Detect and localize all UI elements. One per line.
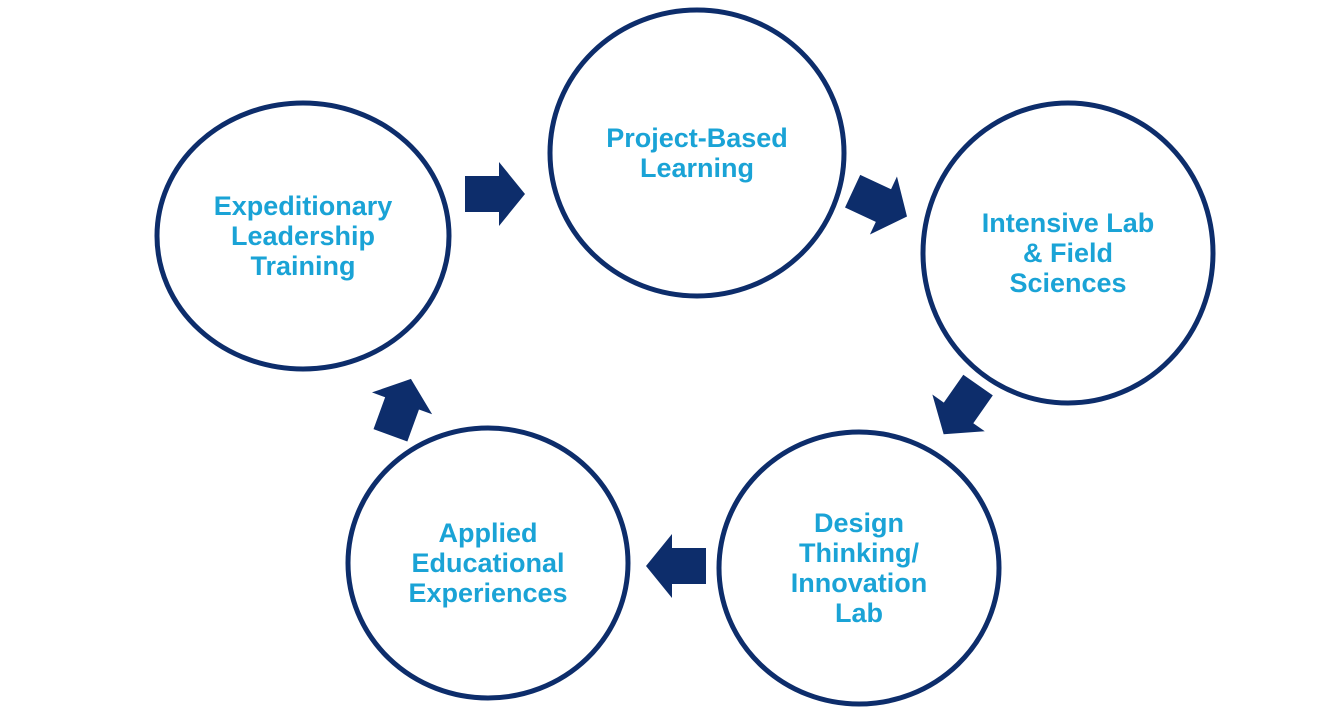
node-circle — [920, 100, 1216, 406]
node-label-line: Innovation — [791, 568, 928, 598]
arrow-project-based-learning-to-intensive-lab-field-sciences — [845, 174, 908, 235]
node-label-line: Experiences — [408, 578, 567, 608]
node-circle — [345, 425, 631, 701]
arrow-expeditionary-leadership-training-to-project-based-learning — [465, 162, 525, 226]
node-label-line: Project-Based — [606, 123, 788, 153]
node-label-line: Sciences — [1009, 268, 1126, 298]
node-label-line: Intensive Lab — [982, 208, 1155, 238]
arrow-design-thinking-innovation-lab-to-applied-educational-experiences — [646, 534, 706, 598]
node-label-line: Applied — [439, 518, 538, 548]
node-label-line: Thinking/ — [799, 538, 919, 568]
node-label-line: Lab — [835, 598, 883, 628]
arrows-layer — [371, 162, 993, 598]
node-circle — [547, 7, 847, 299]
node-label-line: & Field — [1023, 238, 1113, 268]
node-label-line: Leadership — [231, 221, 375, 251]
node-label-line: Educational — [411, 548, 564, 578]
node-label-line: Learning — [640, 153, 754, 183]
arrow-applied-educational-experiences-to-expeditionary-leadership-training — [371, 378, 433, 442]
node-circle — [716, 429, 1002, 707]
node-label-line: Training — [250, 251, 355, 281]
arrow-intensive-lab-field-sciences-to-design-thinking-innovation-lab — [932, 374, 993, 435]
node-label-line: Design — [814, 508, 904, 538]
node-label-line: Expeditionary — [214, 191, 393, 221]
node-circle — [154, 100, 452, 372]
